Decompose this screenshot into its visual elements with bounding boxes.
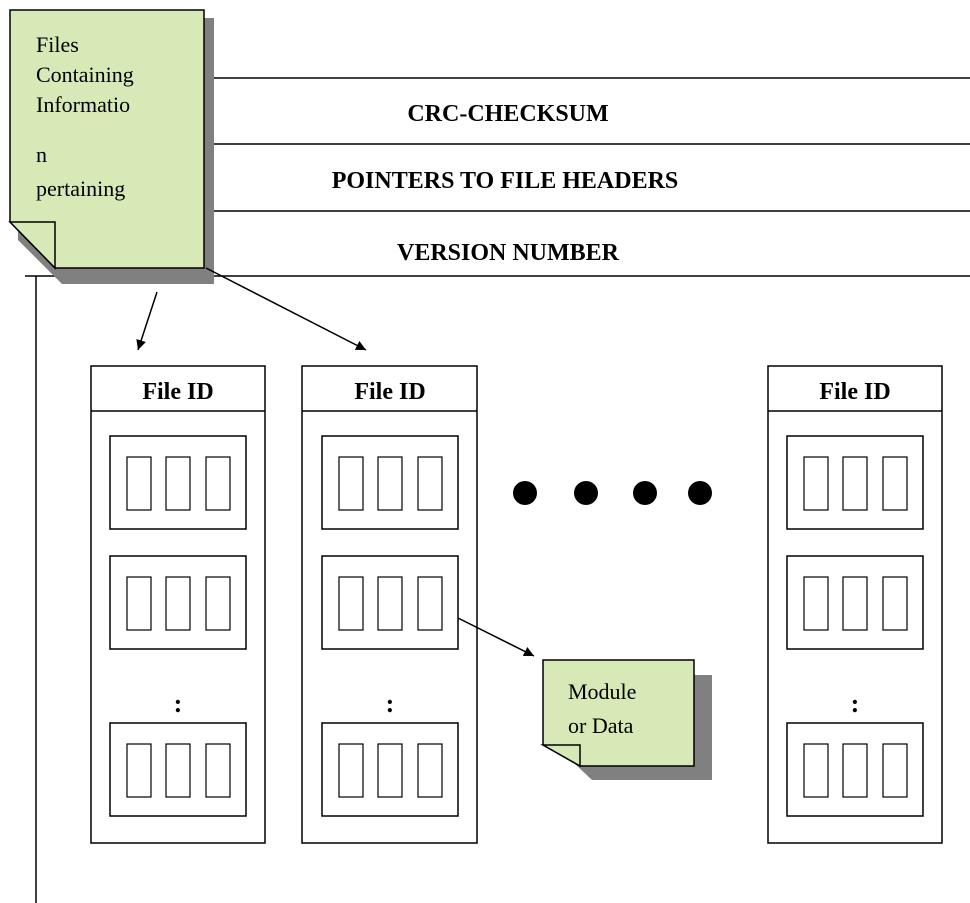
ellipsis-dots [513, 481, 712, 505]
record-block [321, 722, 459, 817]
module-note-line-1: Module [568, 679, 636, 704]
info-note-line-2: Containing [36, 62, 134, 87]
record-block [786, 555, 924, 650]
file-column: File ID : [301, 365, 478, 844]
continuation-colon: : [174, 689, 183, 718]
record-block [109, 555, 247, 650]
ellipsis-dot [574, 481, 598, 505]
file-column-outline [301, 365, 478, 844]
band-label-version: VERSION NUMBER [397, 240, 620, 266]
info-note-line-1: Files [36, 32, 79, 57]
info-note-text: Files Containing Informatio n pertaining [36, 32, 139, 201]
info-note-line-5: pertaining [36, 176, 125, 201]
arrow-to-column-2 [205, 267, 367, 351]
ellipsis-dot [688, 481, 712, 505]
record-block [109, 435, 247, 530]
arrow-to-module-note [457, 617, 535, 657]
info-note: Files Containing Informatio n pertaining [8, 9, 214, 284]
file-column-outline [767, 365, 943, 844]
continuation-colon: : [851, 689, 860, 718]
record-block [786, 435, 924, 530]
record-block [786, 722, 924, 817]
ellipsis-dot [633, 481, 657, 505]
file-id-label: File ID [142, 379, 213, 405]
file-column: File ID : [767, 365, 943, 844]
record-block [109, 722, 247, 817]
band-label-crc: CRC-CHECKSUM [407, 101, 608, 127]
module-note: Module or Data [540, 659, 712, 780]
file-column-outline [90, 365, 266, 844]
file-column: File ID : [90, 365, 266, 844]
file-id-label: File ID [354, 379, 425, 405]
module-note-text: Module or Data [568, 679, 642, 738]
info-note-line-4: n [36, 142, 47, 167]
info-note-line-3: Informatio [36, 92, 130, 117]
arrow-to-column-1 [136, 291, 158, 351]
module-note-line-2: or Data [568, 713, 634, 738]
module-note-body [542, 659, 695, 767]
info-note-fold [8, 221, 56, 270]
file-id-label: File ID [819, 379, 890, 405]
record-block [321, 435, 459, 530]
ellipsis-dot [513, 481, 537, 505]
band-label-pointers: POINTERS TO FILE HEADERS [332, 168, 679, 194]
record-block [321, 555, 459, 650]
continuation-colon: : [386, 689, 395, 718]
module-note-fold [540, 744, 581, 768]
info-note-body [9, 9, 205, 269]
